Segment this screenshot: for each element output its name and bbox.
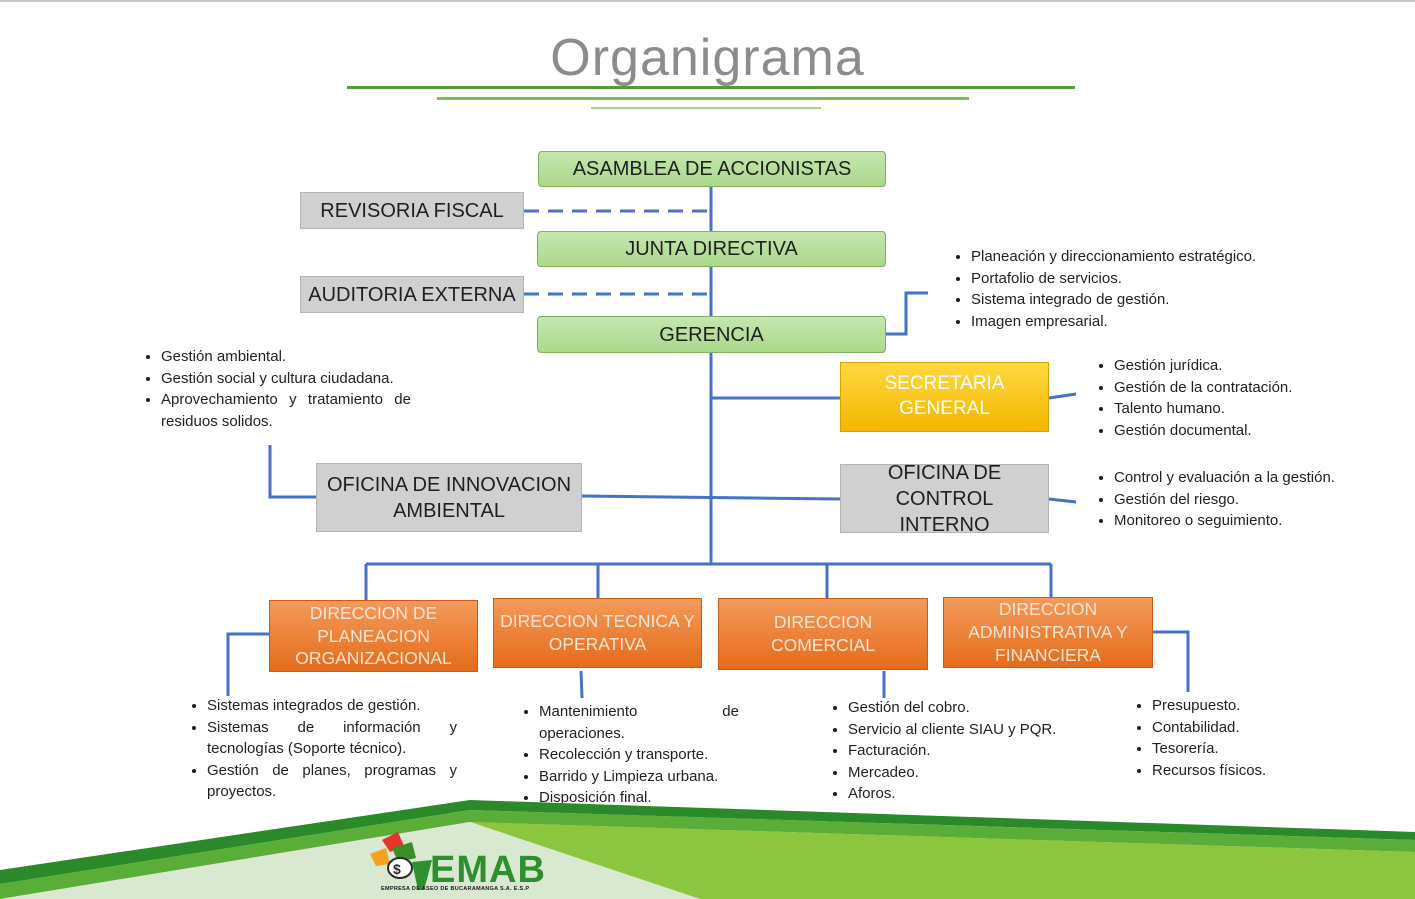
node-label: REVISORIA FISCAL: [320, 199, 504, 222]
list-item: Gestión jurídica.: [1114, 355, 1394, 377]
list-item: Gestión de la contratación.: [1114, 377, 1394, 399]
node-label: GERENCIA: [659, 323, 764, 346]
list-item: Facturación.: [848, 740, 1108, 762]
list-item: Gestión del cobro.: [848, 697, 1108, 719]
list-secretaria-functions: Gestión jurídica. Gestión de la contrata…: [1082, 355, 1394, 441]
list-item: Portafolio de servicios.: [971, 268, 1331, 290]
node-label: DIRECCION TECNICA Y OPERATIVA: [500, 611, 695, 654]
list-item: Talento humano.: [1114, 398, 1394, 420]
emab-logo-mark: $: [370, 832, 432, 890]
node-label: AUDITORIA EXTERNA: [308, 283, 516, 306]
list-item: Monitoreo o seguimiento.: [1114, 510, 1414, 532]
list-item: Aforos.: [848, 783, 1108, 805]
list-item: Barrido y Limpieza urbana.: [539, 766, 739, 788]
list-item: Imagen empresarial.: [971, 311, 1331, 333]
list-item: Control y evaluación a la gestión.: [1114, 467, 1414, 489]
emab-logo-tagline: EMPRESA DE ASEO DE BUCARAMANGA S.A. E.S.…: [381, 886, 530, 892]
node-direccion-tecnica: DIRECCION TECNICA Y OPERATIVA: [493, 598, 702, 668]
title-underline-3: [591, 107, 821, 109]
list-item: Gestión social y cultura ciudadana.: [161, 368, 411, 390]
list-item: Gestión del riesgo.: [1114, 489, 1414, 511]
footer-green-wave: [0, 800, 1415, 899]
node-label: OFICINA DE INNOVACION AMBIENTAL: [326, 473, 572, 522]
list-item: Presupuesto.: [1152, 695, 1352, 717]
list-comercial-functions: Gestión del cobro. Servicio al cliente S…: [816, 697, 1108, 805]
title-underline-1: [347, 86, 1075, 89]
list-item: Sistemas de información y tecnologías (S…: [207, 717, 457, 760]
node-secretaria-general: SECRETARIA GENERAL: [840, 362, 1049, 432]
node-label: ASAMBLEA DE ACCIONISTAS: [572, 158, 852, 180]
node-auditoria-externa: AUDITORIA EXTERNA: [300, 276, 524, 313]
node-revisoria-fiscal: REVISORIA FISCAL: [300, 192, 524, 229]
title-underline-2: [437, 97, 969, 100]
node-label: JUNTA DIRECTIVA: [625, 238, 798, 260]
node-asamblea-de-accionistas: ASAMBLEA DE ACCIONISTAS: [538, 151, 886, 187]
list-item: Contabilidad.: [1152, 717, 1352, 739]
node-oficina-control-interno: OFICINA DE CONTROL INTERNO: [840, 462, 1049, 536]
node-oficina-innovacion-ambiental: OFICINA DE INNOVACION AMBIENTAL: [316, 463, 582, 532]
top-border: [0, 0, 1415, 2]
svg-text:$: $: [393, 861, 401, 877]
list-item: Gestión documental.: [1114, 420, 1394, 442]
list-innovacion-functions: Gestión ambiental. Gestión social y cult…: [129, 346, 411, 432]
page-title: Organigrama: [550, 29, 865, 87]
list-planeacion-functions: Sistemas integrados de gestión. Sistemas…: [175, 695, 457, 803]
node-direccion-comercial: DIRECCION COMERCIAL: [718, 598, 928, 670]
node-label: OFICINA DE CONTROL INTERNO: [887, 461, 1002, 536]
list-item: Gestión ambiental.: [161, 346, 411, 368]
list-item: Gestión de planes, programas y proyectos…: [207, 760, 457, 803]
node-label: DIRECCION COMERCIAL: [770, 612, 876, 655]
list-item: Recursos físicos.: [1152, 760, 1352, 782]
list-item: Servicio al cliente SIAU y PQR.: [848, 719, 1108, 741]
list-item: Mercadeo.: [848, 762, 1108, 784]
list-item: Mantenimiento de operaciones.: [539, 701, 739, 744]
list-administrativa-functions: Presupuesto. Contabilidad. Tesorería. Re…: [1120, 695, 1352, 781]
list-tecnica-functions: Mantenimiento de operaciones. Recolecció…: [507, 701, 739, 809]
list-control-functions: Control y evaluación a la gestión. Gesti…: [1082, 467, 1414, 532]
node-junta-directiva: JUNTA DIRECTIVA: [537, 231, 886, 267]
list-item: Sistemas integrados de gestión.: [207, 695, 457, 717]
list-item: Recolección y transporte.: [539, 744, 739, 766]
list-item: Tesorería.: [1152, 738, 1352, 760]
list-gerencia-functions: Planeación y direccionamiento estratégic…: [939, 246, 1331, 332]
node-label: DIRECCION DE PLANEACION ORGANIZACIONAL: [295, 602, 452, 669]
node-label: SECRETARIA GENERAL: [884, 373, 1005, 419]
node-direccion-planeacion: DIRECCION DE PLANEACION ORGANIZACIONAL: [269, 600, 478, 672]
list-item: Aprovechamiento y tratamiento de residuo…: [161, 389, 411, 432]
node-label: DIRECCION ADMINISTRATIVA Y FINANCIERA: [968, 599, 1128, 665]
emab-logo-text: EMAB: [430, 849, 546, 891]
list-item: Planeación y direccionamiento estratégic…: [971, 246, 1331, 268]
list-item: Disposición final.: [539, 787, 739, 809]
list-item: Sistema integrado de gestión.: [971, 289, 1331, 311]
node-direccion-administrativa: DIRECCION ADMINISTRATIVA Y FINANCIERA: [943, 597, 1153, 668]
node-gerencia: GERENCIA: [537, 316, 886, 353]
